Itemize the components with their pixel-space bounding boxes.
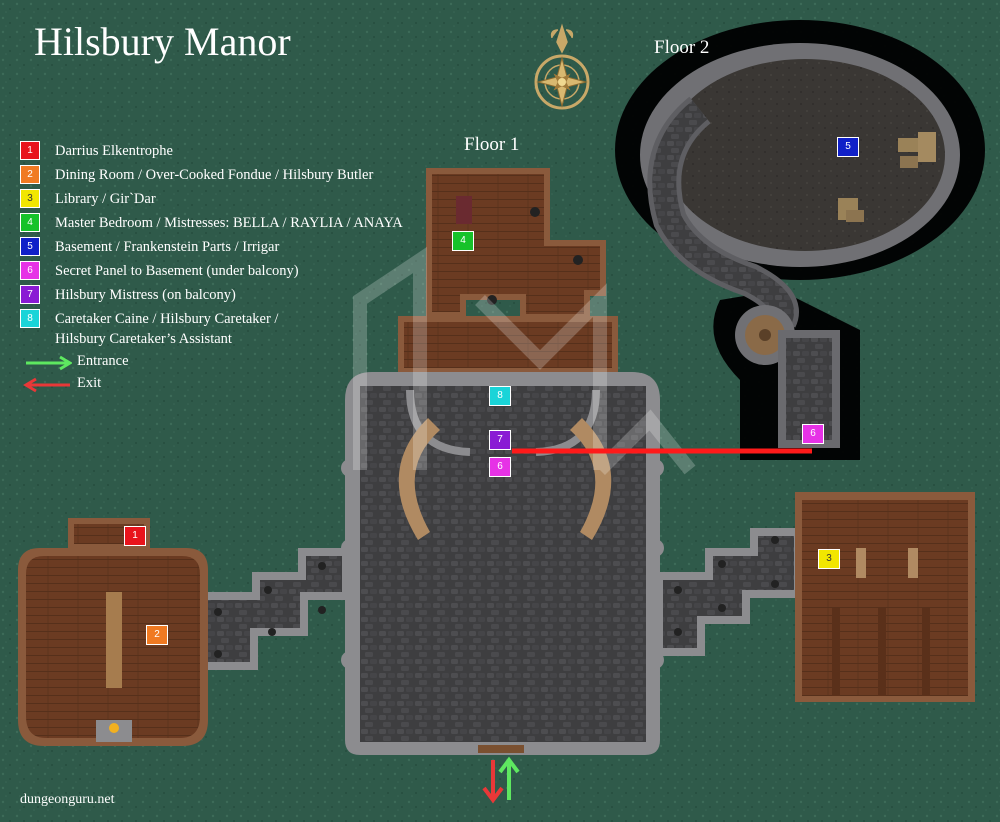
marker-3[interactable]: 3 — [818, 549, 840, 569]
marker-4[interactable]: 4 — [452, 231, 474, 251]
dining-room — [18, 518, 208, 746]
marker-1[interactable]: 1 — [124, 526, 146, 546]
legend-label-line-1: Caretaker Caine / Hilsbury Caretaker / — [55, 311, 279, 327]
legend-swatch: 7 — [20, 285, 40, 304]
marker-7[interactable]: 7 — [489, 430, 511, 450]
exit-label: Exit — [77, 375, 102, 391]
floor-1-label: Floor 1 — [464, 134, 520, 155]
legend-label: Hilsbury Mistress (on balcony) — [55, 287, 236, 303]
legend-swatch: 2 — [20, 165, 40, 184]
legend-swatch: 3 — [20, 189, 40, 208]
legend-label: Master Bedroom / Mistresses: BELLA / RAY… — [55, 215, 403, 231]
legend-label: Basement / Frankenstein Parts / Irrigar — [55, 239, 280, 255]
legend-swatch: 1 — [20, 141, 40, 160]
legend-swatch: 4 — [20, 213, 40, 232]
master-bedroom — [398, 168, 618, 374]
floor-2-label: Floor 2 — [654, 37, 710, 58]
exit-legend-arrow-icon — [23, 377, 70, 393]
legend-label-line-2: Hilsbury Caretaker’s Assistant — [55, 331, 232, 347]
west-corridor — [200, 548, 350, 670]
east-corridor — [655, 528, 802, 656]
exit-arrow-icon — [482, 760, 504, 804]
legend-swatch: 8 — [20, 309, 40, 328]
legend-label: Secret Panel to Basement (under balcony) — [55, 263, 299, 279]
credit-text: dungeonguru.net — [20, 792, 115, 807]
marker-2[interactable]: 2 — [146, 625, 168, 645]
legend-label: Library / Gir`Dar — [55, 191, 156, 207]
entrance-legend-arrow-icon — [26, 355, 72, 371]
map-title: Hilsbury Manor — [34, 19, 291, 64]
legend-swatch: 6 — [20, 261, 40, 280]
marker-6-floor2[interactable]: 6 — [802, 424, 824, 444]
entrance-label: Entrance — [77, 353, 129, 369]
marker-8[interactable]: 8 — [489, 386, 511, 406]
legend-swatch: 5 — [20, 237, 40, 256]
marker-6-floor1[interactable]: 6 — [489, 457, 511, 477]
legend-label: Darrius Elkentrophe — [55, 143, 173, 159]
marker-5[interactable]: 5 — [837, 137, 859, 157]
legend-label: Caretaker Caine / Hilsbury Caretaker / H… — [55, 309, 278, 349]
library — [795, 492, 975, 702]
entrance-arrow-icon — [498, 756, 520, 800]
compass-rose-icon — [534, 23, 590, 110]
basement-floor-2 — [615, 20, 985, 460]
legend-label: Dining Room / Over-Cooked Fondue / Hilsb… — [55, 167, 374, 183]
